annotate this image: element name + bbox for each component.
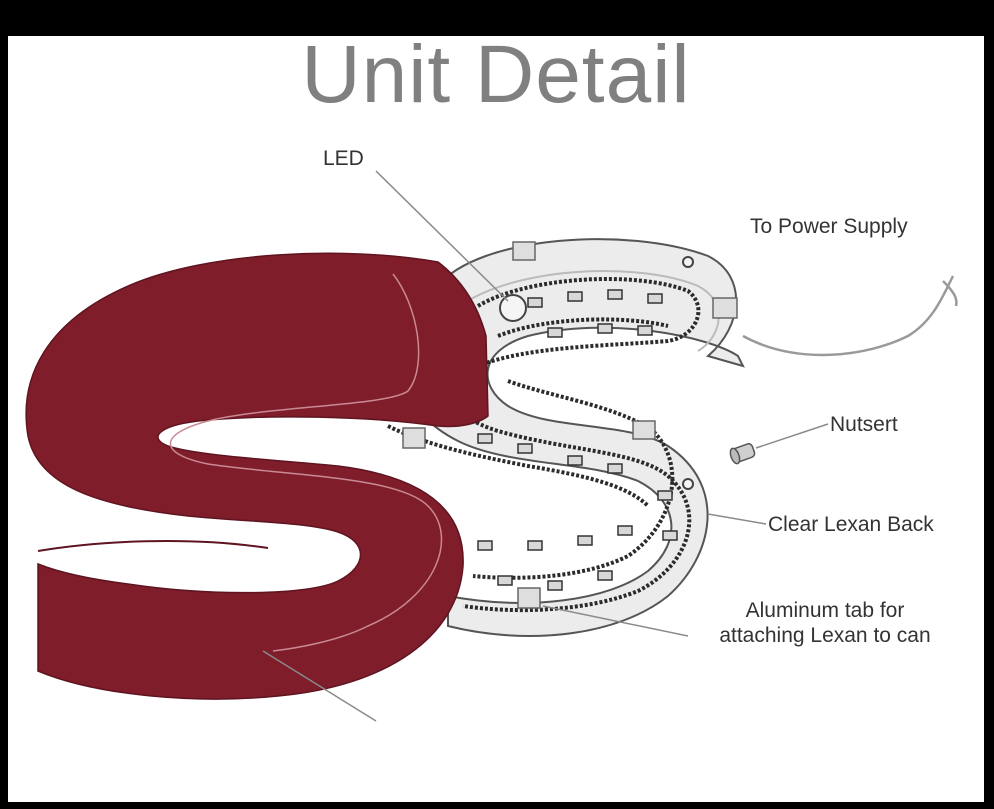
letter-face-shape: [26, 253, 488, 699]
led-module: [658, 491, 672, 500]
label-aluminum-tab-line1: Aluminum tab for: [680, 598, 970, 623]
letter-face-lower-edge: [38, 541, 268, 551]
leader-nutsert: [756, 424, 828, 448]
led-module: [618, 526, 632, 535]
led-module: [548, 581, 562, 590]
standoff-small: [683, 479, 693, 489]
led-module: [638, 326, 652, 335]
led-module: [518, 444, 532, 453]
led-module: [568, 456, 582, 465]
led-module: [478, 541, 492, 550]
led-module: [578, 536, 592, 545]
led-module: [648, 294, 662, 303]
led-module: [548, 328, 562, 337]
diagram-frame: Unit Detail: [8, 36, 984, 802]
led-module: [663, 531, 677, 540]
label-led: LED: [323, 146, 364, 171]
led-module: [598, 324, 612, 333]
nutsert-part: [729, 443, 756, 465]
label-power-supply: To Power Supply: [750, 214, 908, 239]
led-module: [528, 298, 542, 307]
led-module: [478, 434, 492, 443]
led-module: [608, 464, 622, 473]
label-clear-lexan-back: Clear Lexan Back: [768, 512, 934, 537]
leader-lexan-back: [708, 514, 766, 524]
aluminum-tab: [518, 588, 540, 608]
standoff-small: [683, 257, 693, 267]
letter-face: [26, 253, 488, 699]
label-aluminum-tab-line2: attaching Lexan to can: [680, 623, 970, 648]
aluminum-tab: [403, 428, 425, 448]
led-module: [568, 292, 582, 301]
aluminum-tab: [513, 242, 535, 260]
led-module: [598, 571, 612, 580]
label-aluminum-tab: Aluminum tab for attaching Lexan to can: [680, 598, 970, 648]
aluminum-tab: [713, 298, 737, 318]
standoff: [500, 295, 526, 321]
power-wire: [743, 276, 956, 355]
aluminum-tab: [633, 421, 655, 439]
led-module: [528, 541, 542, 550]
led-module: [498, 576, 512, 585]
led-module: [608, 290, 622, 299]
label-nutsert: Nutsert: [830, 412, 898, 437]
